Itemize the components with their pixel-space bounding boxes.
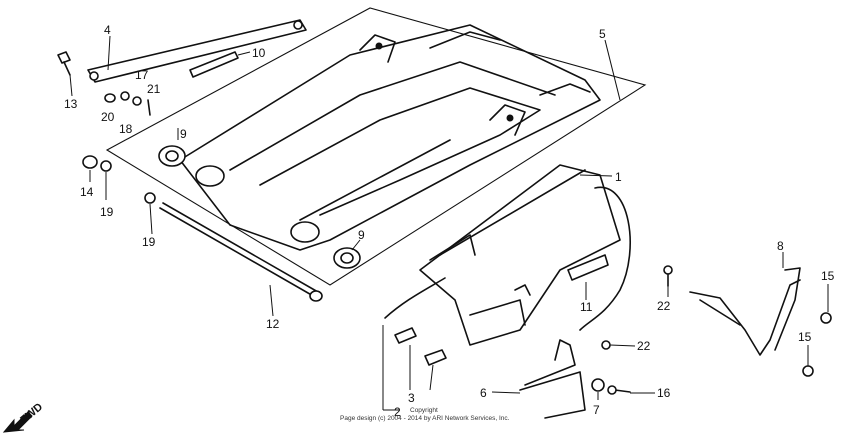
torque-link-bolt <box>57 51 71 76</box>
guide-bolt-lower <box>802 365 814 377</box>
callout-7: 7 <box>593 403 600 417</box>
callout-numbers: 4 10 5 13 17 21 20 18 9 14 19 19 9 12 1 … <box>64 23 835 419</box>
callout-3: 3 <box>408 391 415 405</box>
callout-22-upper: 22 <box>657 299 671 313</box>
chain-case-decal <box>567 254 609 281</box>
callout-15-upper: 15 <box>821 269 835 283</box>
callout-15-lower: 15 <box>798 330 812 344</box>
callout-21: 21 <box>147 82 161 96</box>
chain-guide <box>689 267 801 356</box>
pivot-bushing-lower <box>333 247 361 269</box>
copyright-line-2: Page design (c) 2004 - 2014 by ARI Netwo… <box>340 415 510 422</box>
guide-bolt-upper <box>820 312 832 324</box>
callout-9-upper: 9 <box>180 127 187 141</box>
pivot-bolt <box>159 202 323 302</box>
decal-upper <box>189 51 239 78</box>
callout-11: 11 <box>580 300 593 314</box>
forward-direction-indicator: FWD <box>2 401 45 433</box>
callout-18: 18 <box>119 122 133 136</box>
assembly-frame <box>105 7 647 286</box>
drive-chain <box>384 186 631 331</box>
callout-2: 2 <box>394 405 401 419</box>
pivot-nut-and-washer <box>82 155 112 172</box>
slider-collar <box>591 378 605 392</box>
slider-bolt <box>607 385 631 395</box>
callout-17: 17 <box>135 68 149 82</box>
copyright-notice: Copyright Page design (c) 2004 - 2014 by… <box>340 407 510 422</box>
chain-case <box>419 164 621 346</box>
callout-8: 8 <box>777 239 784 253</box>
callout-4: 4 <box>104 23 111 37</box>
callout-22-lower: 22 <box>637 339 651 353</box>
callout-19-left: 19 <box>142 235 156 249</box>
copyright-line-1: Copyright <box>410 407 438 414</box>
callout-5: 5 <box>599 27 606 41</box>
swingarm <box>179 24 601 251</box>
callout-10: 10 <box>252 46 266 60</box>
callout-19-right: 19 <box>100 205 114 219</box>
callout-14: 14 <box>80 185 94 199</box>
callout-12: 12 <box>266 317 280 331</box>
fwd-arrow-icon <box>2 411 33 433</box>
pivot-bushing-upper <box>158 145 186 167</box>
callout-16: 16 <box>657 386 671 400</box>
chain-slider <box>519 339 586 419</box>
callout-6: 6 <box>480 386 487 400</box>
callout-20: 20 <box>101 110 115 124</box>
washer-and-nut-set <box>104 91 151 116</box>
chain-case-bolt-lower <box>601 340 611 350</box>
callout-9-lower: 9 <box>358 228 365 242</box>
chain-case-bolt-upper <box>663 265 673 287</box>
callout-13: 13 <box>64 97 78 111</box>
callout-1: 1 <box>615 170 622 184</box>
chain-joint-link <box>394 327 447 366</box>
torque-link <box>87 19 307 83</box>
fwd-label: FWD <box>18 401 45 426</box>
pivot-washer-left <box>144 192 156 204</box>
leader-lines <box>69 35 829 411</box>
